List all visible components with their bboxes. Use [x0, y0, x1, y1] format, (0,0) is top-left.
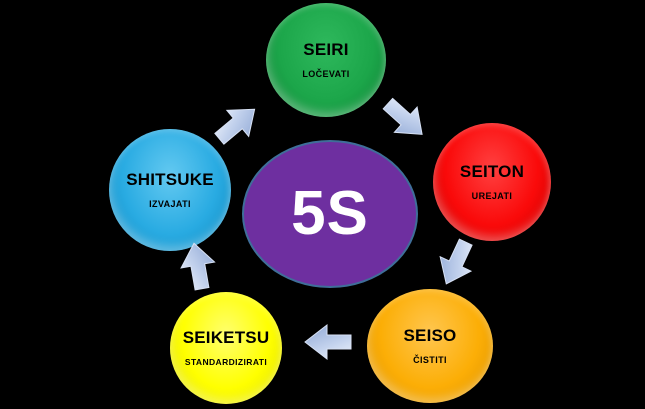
step-title: SEIKETSU	[182, 328, 270, 348]
step-subtitle: LOČEVATI	[302, 69, 350, 79]
step-title: SHITSUKE	[126, 170, 214, 189]
step-node-seiketsu: SEIKETSU STANDARDIZIRATI	[170, 292, 282, 404]
step-subtitle: STANDARDIZIRATI	[184, 357, 268, 368]
step-node-seiso: SEISO ČISTITI	[367, 289, 493, 403]
step-subtitle: IZVAJATI	[149, 199, 191, 209]
step-title: SEITON	[459, 162, 525, 181]
step-node-shitsuke: SHITSUKE IZVAJATI	[109, 129, 231, 251]
step-node-seiri: SEIRI LOČEVATI	[266, 3, 386, 117]
step-node-seiton: SEITON UREJATI	[433, 123, 551, 241]
arrow-seiso-to-seiketsu-icon	[304, 322, 352, 362]
arrow-shitsuke-to-seiri-icon	[207, 94, 268, 154]
arrow-seiri-to-seiton-icon	[375, 89, 436, 150]
arrow-seiketsu-to-shitsuke-icon	[174, 240, 221, 292]
center-node: 5S	[242, 140, 418, 288]
step-title: SEISO	[403, 326, 457, 345]
arrow-seiton-to-seiso-icon	[428, 234, 484, 293]
step-subtitle: UREJATI	[471, 191, 513, 201]
step-subtitle: ČISTITI	[413, 355, 447, 365]
center-label: 5S	[291, 179, 369, 248]
step-title: SEIRI	[303, 40, 349, 59]
